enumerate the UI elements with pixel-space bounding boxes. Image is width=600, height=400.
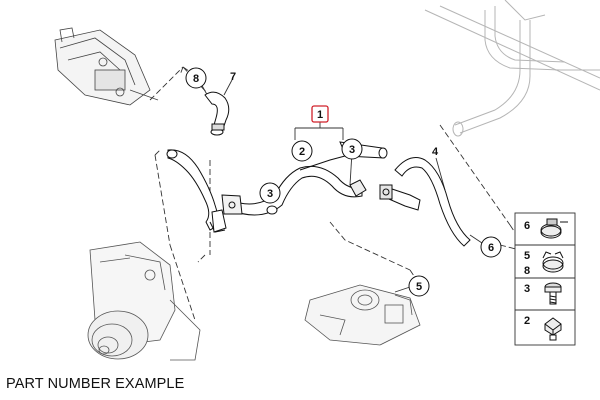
callout-3-left[interactable]: 3 — [259, 182, 281, 204]
hose-clamp-icon — [540, 218, 568, 239]
legend-row-hose-clamp[interactable]: 6 — [524, 218, 568, 239]
legend-label-5: 5 — [524, 250, 530, 262]
screw-icon — [544, 317, 562, 341]
callout-4[interactable]: 4 — [432, 146, 439, 158]
parts-legend: 6 5 8 3 — [514, 212, 576, 346]
callout-7-label: 7 — [230, 71, 236, 83]
callout-5[interactable]: 5 — [408, 275, 430, 297]
callout-8[interactable]: 8 — [185, 67, 207, 89]
bolt-icon — [544, 282, 562, 305]
spring-clamp-icon — [542, 251, 564, 273]
callout-2-label: 2 — [299, 146, 305, 158]
thermostat-housing — [304, 284, 421, 346]
callout-1-label: 1 — [317, 109, 323, 121]
legend-row-bolt[interactable]: 3 — [524, 282, 562, 305]
callout-8-label: 8 — [193, 73, 199, 85]
legend-label-3: 3 — [524, 283, 530, 295]
callout-3-left-label: 3 — [267, 188, 273, 200]
legend-label-8: 8 — [524, 265, 530, 277]
caption-text: PART NUMBER EXAMPLE — [6, 376, 185, 392]
callout-7[interactable]: 7 — [230, 71, 236, 83]
legend-row-screw[interactable]: 2 — [524, 315, 562, 341]
legend-label-2: 2 — [524, 315, 530, 327]
hose-7 — [204, 91, 230, 136]
callout-1[interactable]: 1 — [311, 105, 329, 123]
actuator-assembly — [54, 27, 159, 106]
connectors — [211, 205, 278, 233]
legend-row-spring-clamp[interactable]: 5 8 — [524, 250, 564, 277]
callout-4-label: 4 — [432, 146, 439, 158]
callout-6[interactable]: 6 — [480, 236, 502, 258]
radiator-pipes — [424, 0, 600, 137]
callout-3-right-label: 3 — [349, 144, 355, 156]
legend-label-6: 6 — [524, 220, 530, 232]
callout-6-label: 6 — [488, 242, 494, 254]
callout-3-right[interactable]: 3 — [341, 138, 363, 160]
callout-2[interactable]: 2 — [291, 140, 313, 162]
callout-5-label: 5 — [416, 281, 422, 293]
water-pump — [87, 241, 201, 361]
hose-4 — [349, 157, 471, 247]
